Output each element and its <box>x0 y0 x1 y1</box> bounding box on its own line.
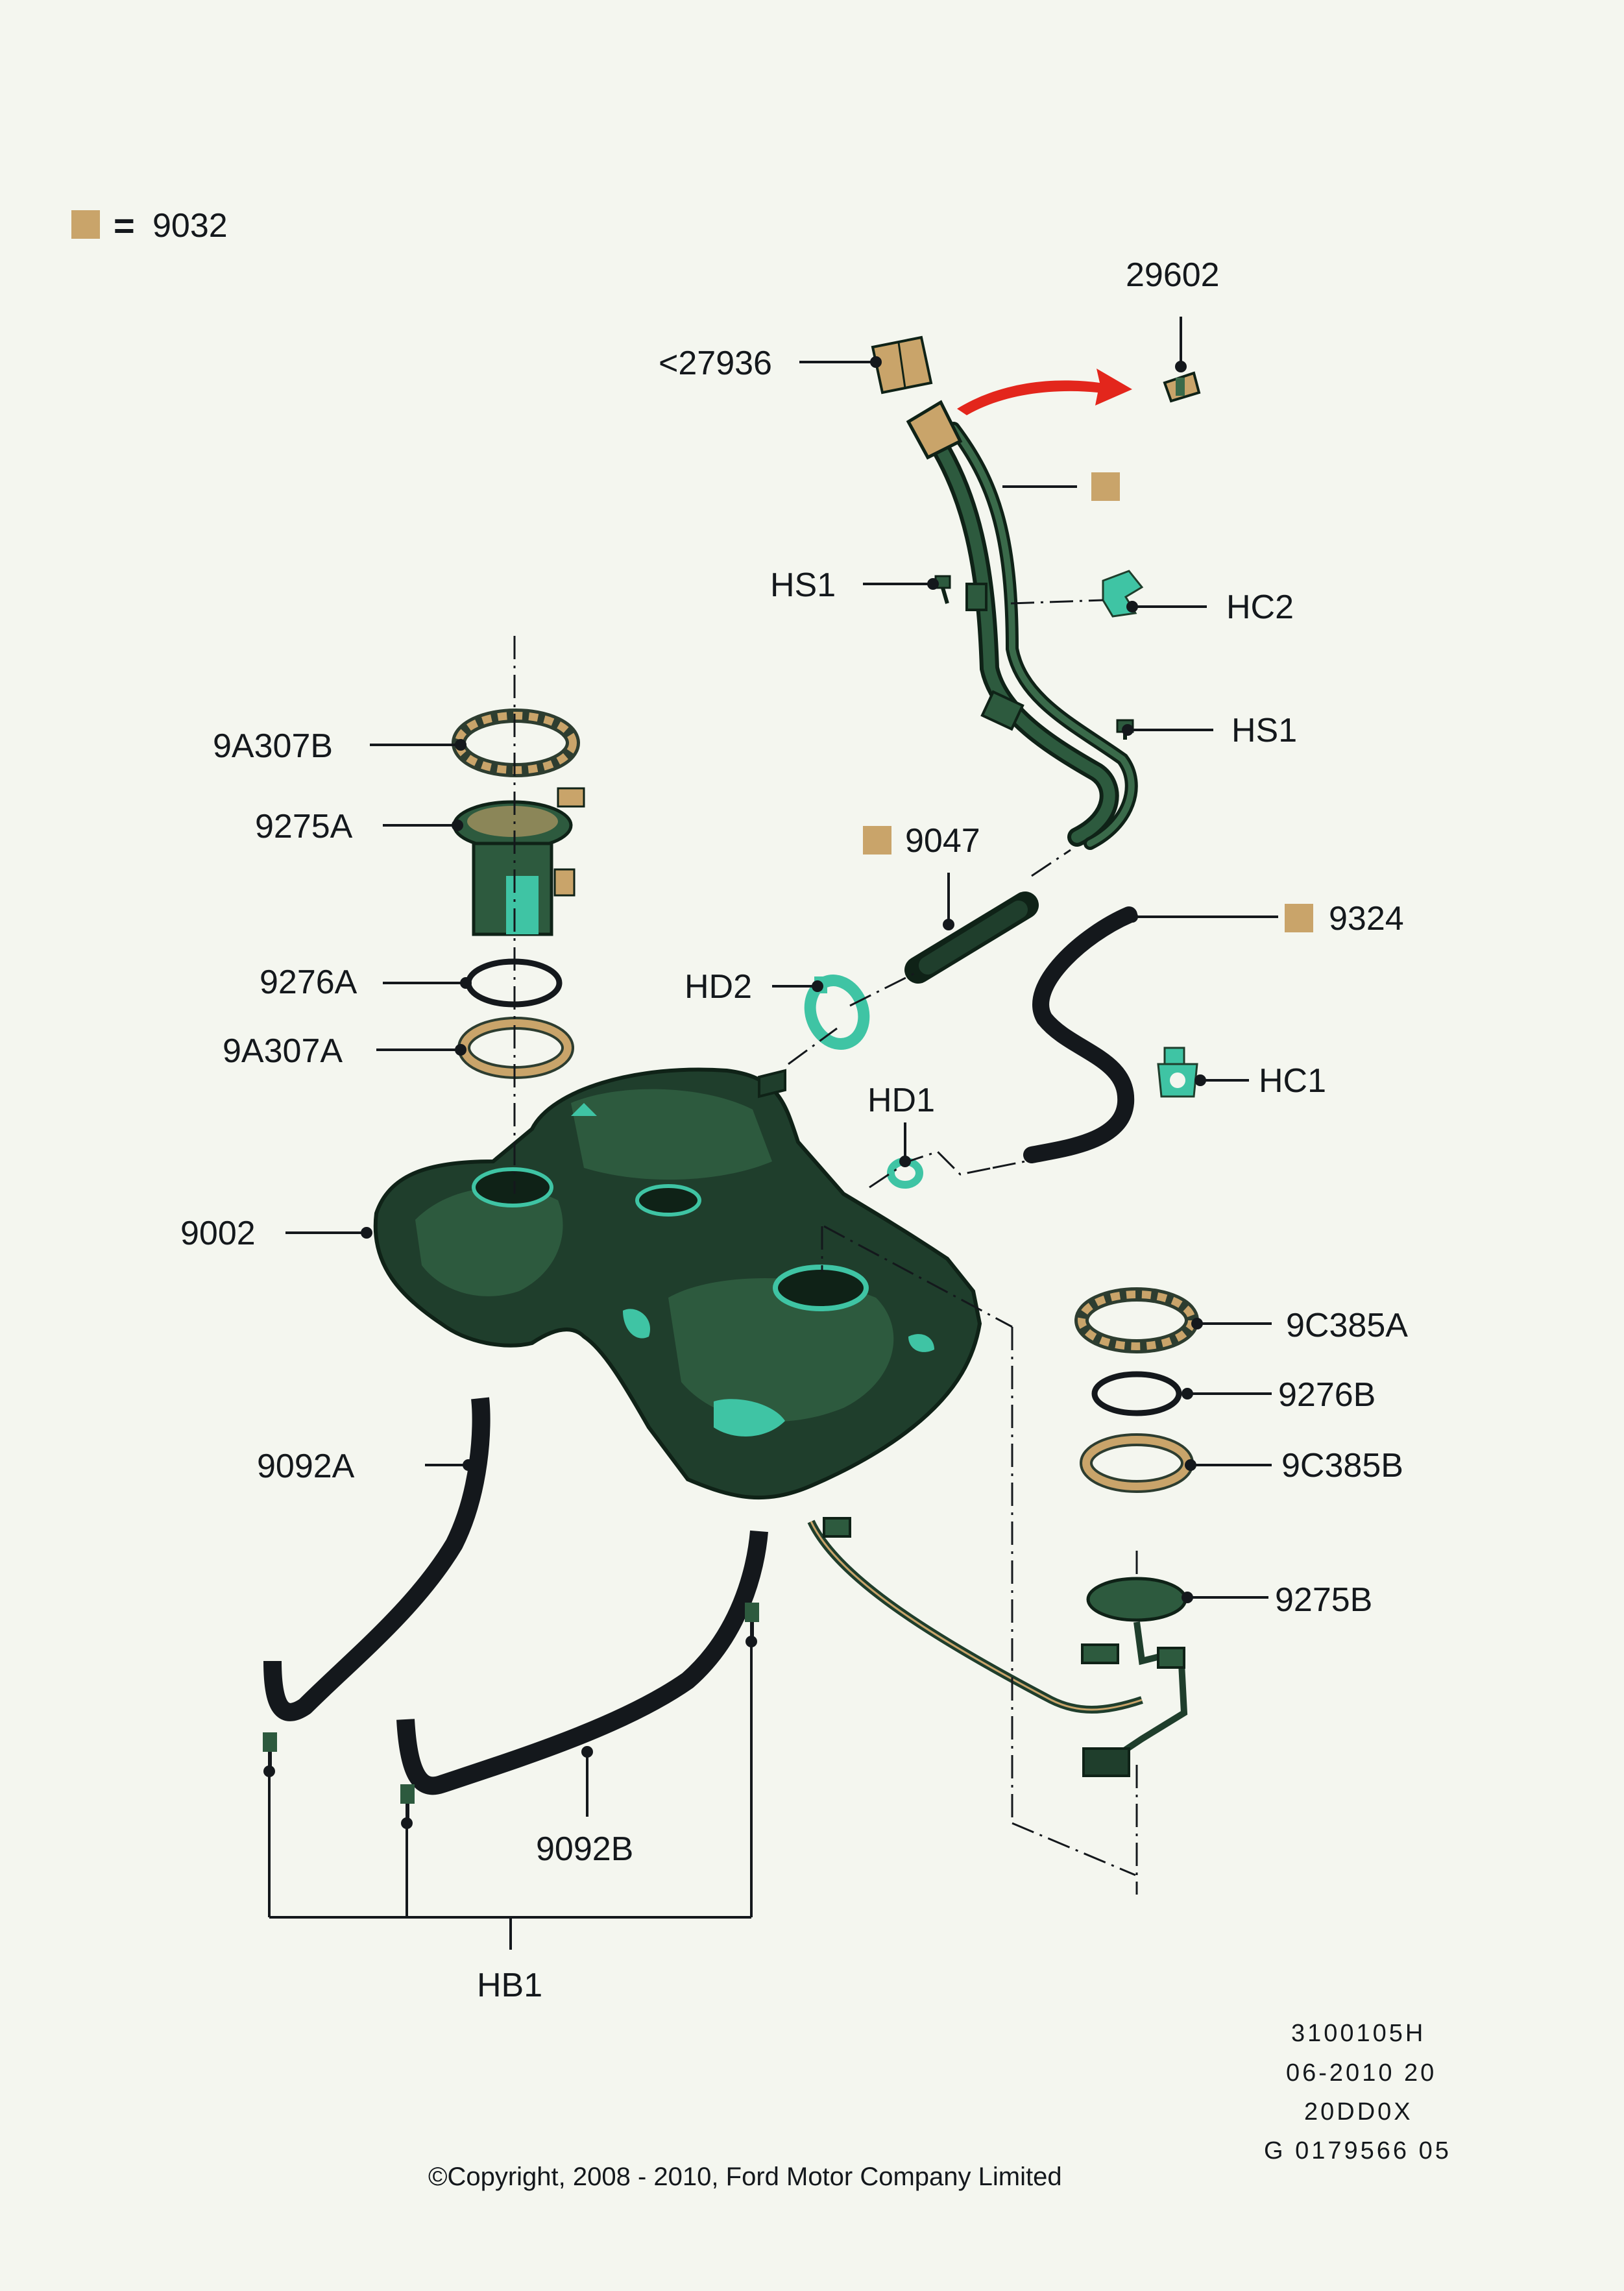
filler-pipe <box>906 400 1138 850</box>
fuel-line-inner <box>810 1521 1143 1711</box>
bolt-hb1-b <box>400 1784 415 1823</box>
label-9a307a: 9A307A <box>223 1032 343 1070</box>
hose-9324 <box>1023 906 1137 1163</box>
label-hs1-right: HS1 <box>1231 712 1298 749</box>
label-hb1: HB1 <box>477 1967 543 2004</box>
lock-ring-9c385b <box>1080 1433 1194 1493</box>
connector <box>823 1517 851 1538</box>
label-hc1: HC1 <box>1259 1062 1327 1100</box>
bolt-hb1-c <box>745 1603 759 1642</box>
label-9a307b: 9A307B <box>213 727 333 765</box>
leader-lines <box>263 317 1278 1950</box>
fuel-line <box>807 1520 1143 1714</box>
label-29602: 29602 <box>1126 256 1220 294</box>
red-arrow <box>957 369 1132 415</box>
meta-line-2: 06-2010 20 <box>1286 2059 1437 2087</box>
fuel-tank <box>373 1067 982 1500</box>
label-9c385a: 9C385A <box>1286 1307 1408 1344</box>
label-9092a: 9092A <box>257 1448 355 1485</box>
meta-line-1: 3100105H <box>1291 2020 1426 2047</box>
label-9c385b: 9C385B <box>1281 1447 1403 1485</box>
legend-equals: = <box>114 205 135 246</box>
label-hc2: HC2 <box>1226 588 1294 626</box>
label-hd1: HD1 <box>867 1082 936 1119</box>
swatch-9032-9047 <box>863 826 891 855</box>
label-9276b: 9276B <box>1278 1376 1376 1414</box>
lock-ring-9a307b <box>452 709 580 777</box>
hose-9047 <box>904 891 1039 984</box>
screw-hs1-top <box>934 575 951 604</box>
legend-swatch <box>71 210 100 239</box>
seal-9276b <box>1091 1371 1182 1416</box>
strap-9092a <box>263 1397 491 1721</box>
seal-29602 <box>1163 371 1201 403</box>
label-9324: 9324 <box>1329 900 1404 938</box>
label-27936: <27936 <box>659 345 772 382</box>
meta-line-4: G 0179566 05 <box>1264 2137 1451 2164</box>
label-9002: 9002 <box>180 1215 256 1252</box>
clip-hc1 <box>1157 1047 1198 1098</box>
lock-ring-9c385a <box>1074 1287 1199 1353</box>
label-hs1-top: HS1 <box>770 566 836 604</box>
swatch-9032-9324 <box>1285 904 1313 932</box>
copyright: ©Copyright, 2008 - 2010, Ford Motor Comp… <box>428 2163 1062 2191</box>
fuel-sender-9275b <box>1081 1577 1188 1777</box>
centerlines <box>513 599 1138 1895</box>
label-9092b: 9092B <box>536 1830 634 1868</box>
bolt-hb1-a <box>263 1732 277 1771</box>
fuel-pump-9275a <box>452 787 585 936</box>
strap-9092b <box>396 1530 768 1795</box>
filler-cap-27936 <box>871 335 933 394</box>
label-9276a: 9276A <box>260 964 358 1001</box>
label-hd2: HD2 <box>685 968 753 1006</box>
label-9275b: 9275B <box>1275 1581 1373 1619</box>
label-9275a: 9275A <box>255 808 353 845</box>
swatch-9032-pipe <box>1091 472 1120 501</box>
label-9047: 9047 <box>905 822 980 860</box>
legend-code: 9032 <box>152 207 228 245</box>
lock-ring-9a307a <box>457 1017 574 1079</box>
meta-line-3: 20DD0X <box>1304 2098 1413 2126</box>
